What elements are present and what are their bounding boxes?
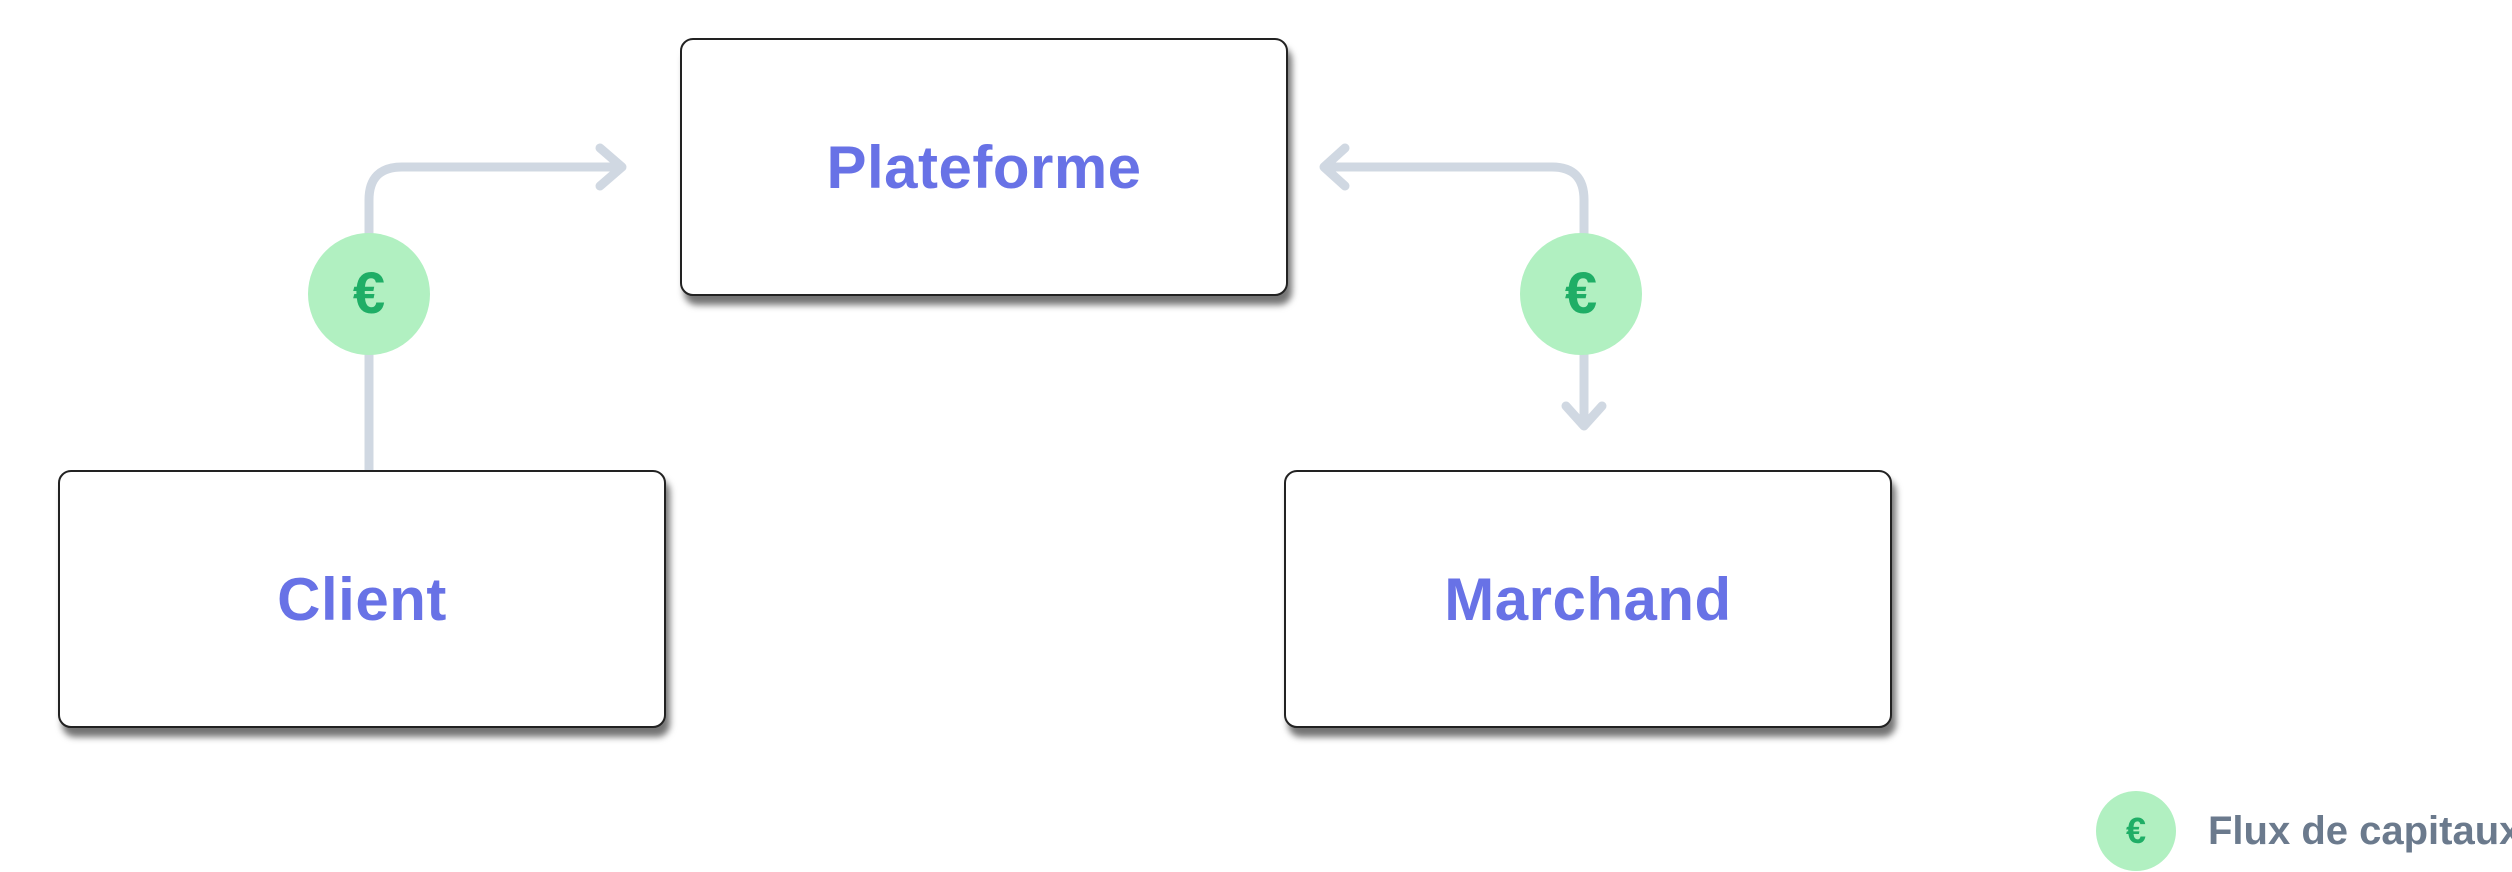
euro-symbol: € <box>352 261 386 326</box>
legend-label: Flux de capitaux <box>2208 808 2512 853</box>
node-client: Client <box>58 470 666 728</box>
node-plateforme: Plateforme <box>680 38 1288 296</box>
arrow-head-icon <box>1319 143 1350 191</box>
connector-plateforme-to-marchand <box>1320 162 1589 429</box>
legend: € Flux de capitaux <box>2096 791 2512 871</box>
euro-icon: € <box>308 233 430 355</box>
arrow-head-icon <box>595 143 627 191</box>
node-label-client: Client <box>277 565 447 633</box>
node-marchand: Marchand <box>1284 470 1892 728</box>
euro-icon: € <box>1520 233 1642 355</box>
arrow-head-icon <box>1561 401 1607 431</box>
euro-symbol: € <box>1564 261 1598 326</box>
node-label-marchand: Marchand <box>1444 565 1732 633</box>
euro-icon: € <box>2096 791 2176 871</box>
connector-client-to-plateforme <box>364 162 625 545</box>
legend-euro-symbol: € <box>2125 810 2147 851</box>
node-label-plateforme: Plateforme <box>826 133 1142 201</box>
